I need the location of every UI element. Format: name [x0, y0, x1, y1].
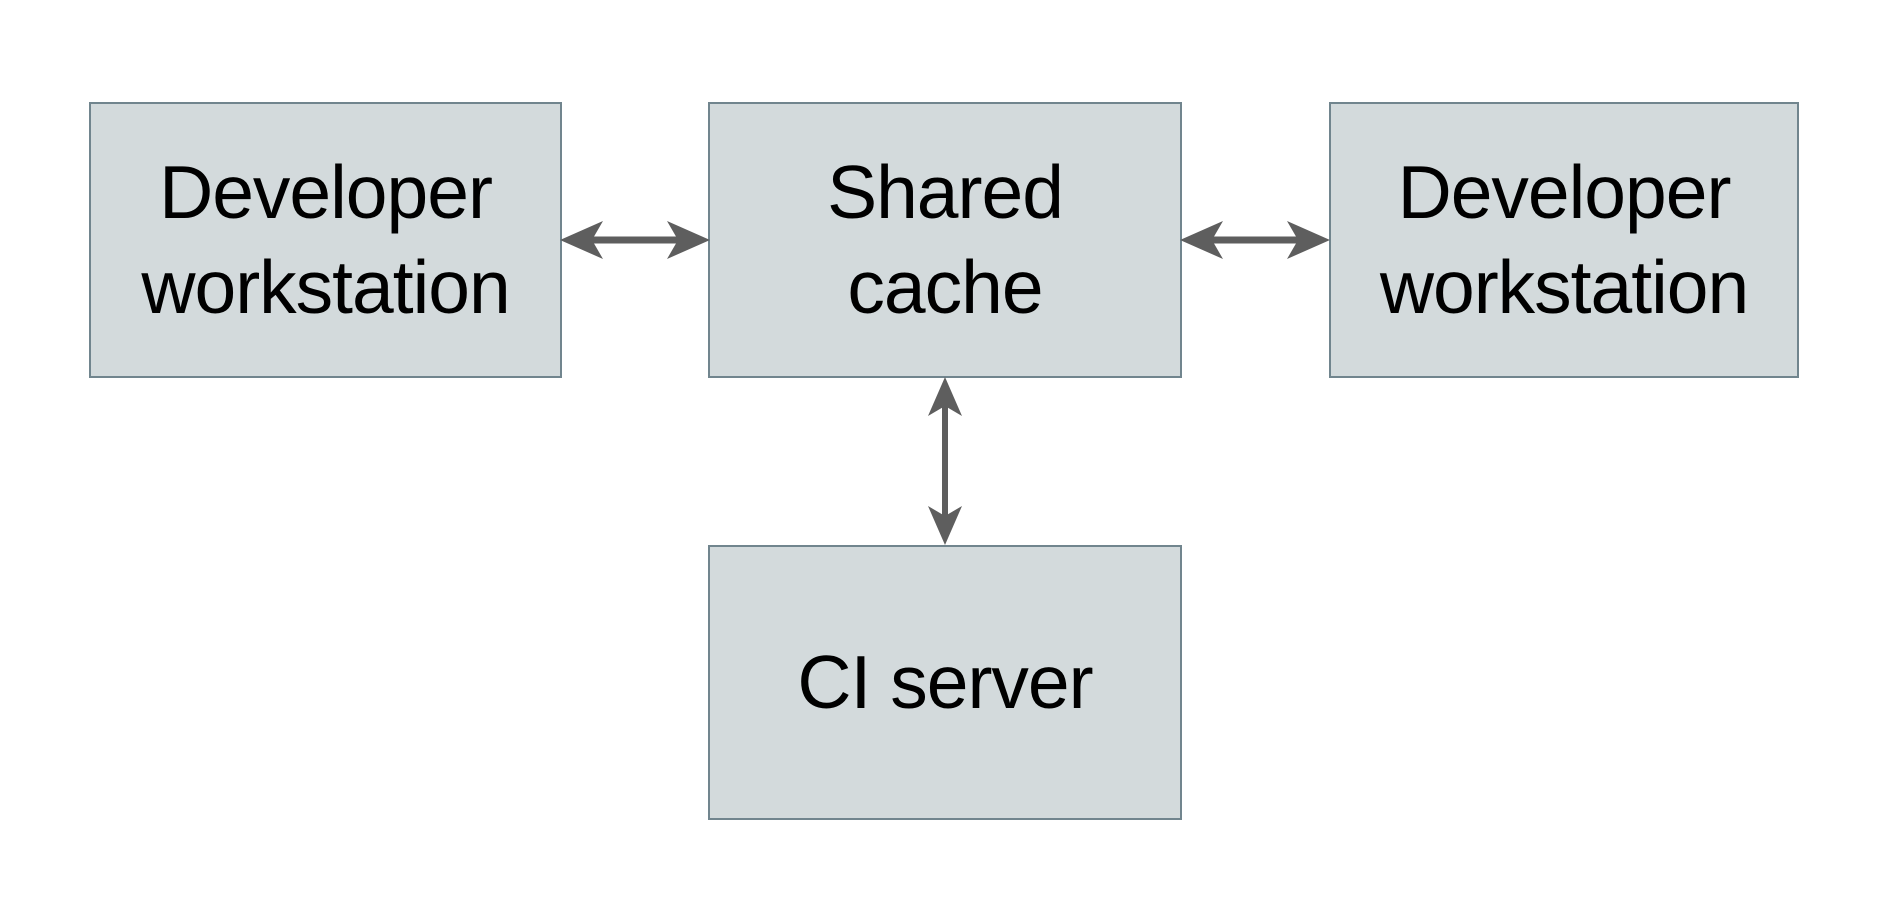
- node-label-line: CI server: [797, 640, 1093, 724]
- node-shared-cache: Shared cache: [708, 102, 1182, 378]
- node-label-line: Shared: [827, 150, 1064, 234]
- bidirectional-arrow-left-workstation-to-shared-cache: [560, 221, 710, 259]
- node-label-line: workstation: [1379, 245, 1749, 329]
- node-ci-server: CI server: [708, 545, 1182, 820]
- node-label-line: cache: [847, 245, 1043, 329]
- node-developer-workstation-right: Developer workstation: [1329, 102, 1799, 378]
- node-label-line: Developer: [159, 150, 493, 234]
- node-developer-workstation-left: Developer workstation: [89, 102, 562, 378]
- node-label-line: workstation: [141, 245, 510, 329]
- node-label-line: Developer: [1397, 150, 1732, 234]
- bidirectional-arrow-shared-cache-to-ci-server: [928, 377, 962, 545]
- bidirectional-arrow-shared-cache-to-right-workstation: [1180, 221, 1330, 259]
